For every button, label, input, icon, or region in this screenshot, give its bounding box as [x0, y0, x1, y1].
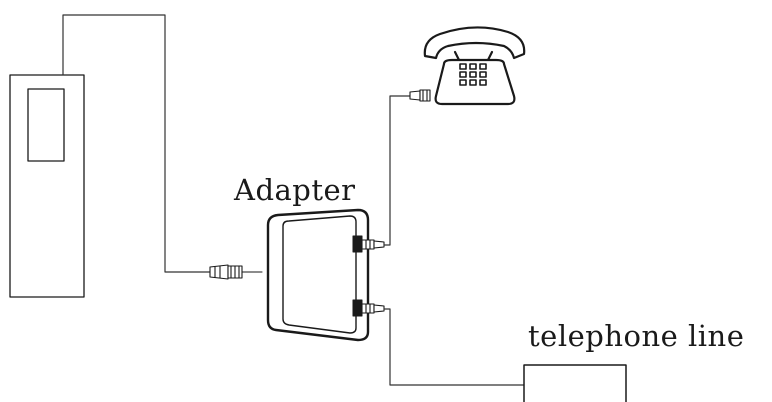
telephone-line-box: [523, 364, 627, 402]
desk-telephone-icon: [423, 26, 526, 106]
left-device: [9, 74, 85, 298]
phone-plug-icon: [361, 239, 385, 250]
line-plug-icon: [361, 303, 385, 314]
adapter-port-bottom: [352, 299, 363, 317]
phone-end-plug-icon: [409, 89, 431, 102]
adapter-input-plug-icon: [209, 264, 263, 280]
phone-wire: [383, 95, 411, 246]
line-wire: [383, 308, 525, 386]
device-wire: [62, 14, 213, 273]
telephone-line-label: telephone line: [528, 319, 745, 353]
adapter-port-top: [352, 235, 363, 253]
adapter-box: [266, 208, 370, 342]
adapter-label: Adapter: [234, 173, 356, 207]
